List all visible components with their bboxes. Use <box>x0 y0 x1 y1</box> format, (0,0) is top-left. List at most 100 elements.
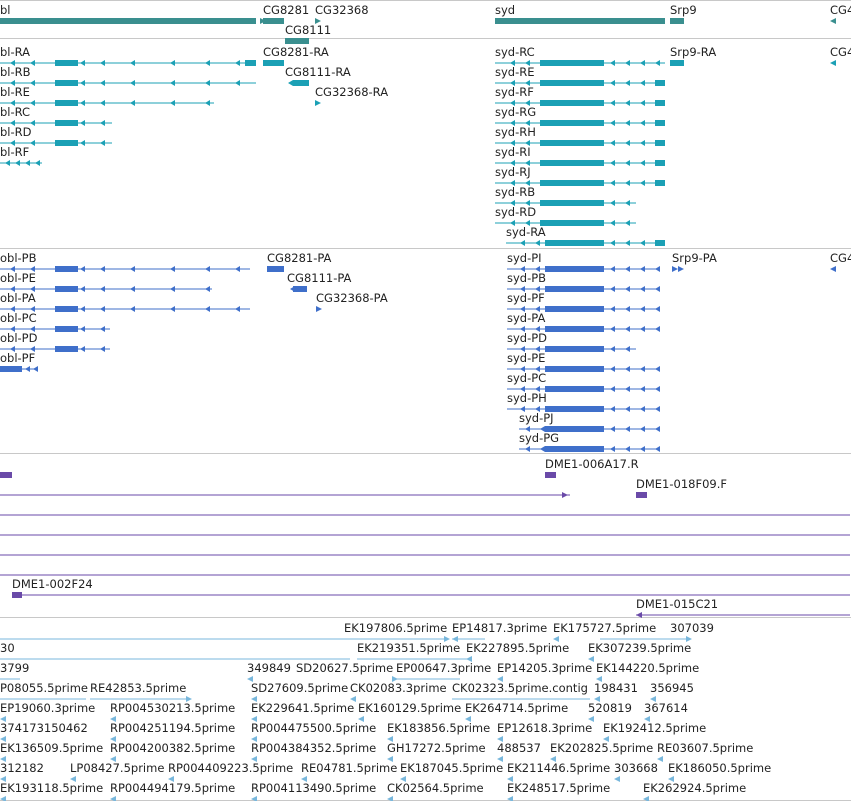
feature-label[interactable]: syd-PA <box>507 311 546 325</box>
feature-label[interactable]: EK183856.5prime <box>387 721 491 735</box>
feature-label[interactable]: GH17272.5prime <box>387 741 486 755</box>
feature-label[interactable]: syd-PC <box>507 371 547 385</box>
feature-label[interactable]: 312182 <box>0 761 44 775</box>
feature-label[interactable]: obl-PA <box>0 291 36 305</box>
feature-label[interactable]: 3799 <box>0 661 30 675</box>
feature-label[interactable]: EK192412.5prime <box>603 721 707 735</box>
feature-label[interactable]: EK264714.5prime <box>465 701 569 715</box>
feature-label[interactable]: CG8281-RA <box>263 45 329 59</box>
feature-label[interactable]: CK02083.3prime <box>350 681 447 695</box>
feature-label[interactable]: RP004530213.5prime <box>110 701 236 715</box>
feature-label[interactable]: EK175727.5prime <box>553 621 657 635</box>
feature-label[interactable]: RP004251194.5prime <box>110 721 236 735</box>
feature-label[interactable]: syd-PI <box>507 251 542 265</box>
feature-label[interactable]: syd-RI <box>495 145 531 159</box>
feature-label[interactable]: LP08427.5prime <box>70 761 165 775</box>
feature-label[interactable]: CG8281-PA <box>267 251 332 265</box>
feature-label[interactable]: CG8111-PA <box>287 271 352 285</box>
feature-label[interactable]: CG8111 <box>285 23 332 37</box>
feature-label[interactable]: EK262924.5prime <box>643 781 747 795</box>
feature-label[interactable]: syd-RG <box>495 105 537 119</box>
feature-label[interactable]: bl <box>0 3 11 17</box>
feature-label[interactable]: RE04781.5prime <box>301 761 398 775</box>
feature-label[interactable]: CG32368-PA <box>316 291 388 305</box>
feature-label[interactable]: obl-PB <box>0 251 37 265</box>
feature-label[interactable]: syd-PF <box>507 291 545 305</box>
feature-label[interactable]: RP004475500.5prime <box>251 721 377 735</box>
feature-label[interactable]: RP004384352.5prime <box>251 741 377 755</box>
feature-label[interactable]: EP19060.3prime <box>0 701 96 715</box>
feature-label[interactable]: 198431 <box>594 681 638 695</box>
feature-label[interactable]: EK219351.5prime <box>357 641 461 655</box>
feature-label[interactable]: bl-RD <box>0 125 32 139</box>
feature-label[interactable]: 303668 <box>614 761 658 775</box>
feature-label[interactable]: syd-RF <box>495 85 534 99</box>
feature-label[interactable]: syd-RB <box>495 185 536 199</box>
feature-label[interactable]: Srp9-RA <box>670 45 717 59</box>
feature-label[interactable]: syd-RJ <box>495 165 531 179</box>
feature-label[interactable]: EK186050.5prime <box>668 761 772 775</box>
feature-label[interactable]: EP00647.3prime <box>396 661 492 675</box>
feature-label[interactable]: bl-RB <box>0 65 31 79</box>
feature-label[interactable]: bl-RA <box>0 45 31 59</box>
feature-label[interactable]: syd-PD <box>507 331 548 345</box>
feature-label[interactable]: EK197806.5prime <box>344 621 448 635</box>
feature-label[interactable]: obl-PF <box>0 351 36 365</box>
feature-label[interactable]: CG4 <box>830 45 851 59</box>
feature-label[interactable]: EK248517.5prime <box>507 781 611 795</box>
feature-label[interactable]: 307039 <box>670 621 714 635</box>
feature-label[interactable]: EP14817.3prime <box>452 621 548 635</box>
feature-label[interactable]: 367614 <box>644 701 688 715</box>
feature-label[interactable]: P08055.5prime <box>0 681 88 695</box>
feature-label[interactable]: Srp9 <box>670 3 697 17</box>
feature-label[interactable]: EK229641.5prime <box>251 701 355 715</box>
feature-label[interactable]: bl-RE <box>0 85 30 99</box>
feature-label[interactable]: EK193118.5prime <box>0 781 104 795</box>
feature-label[interactable]: EK136509.5prime <box>0 741 104 755</box>
feature-label[interactable]: EK144220.5prime <box>596 661 700 675</box>
feature-label[interactable]: CG8111-RA <box>285 65 351 79</box>
feature-label[interactable]: CG32368 <box>315 3 369 17</box>
feature-label[interactable]: Srp9-PA <box>672 251 717 265</box>
feature-label[interactable]: syd-PE <box>507 351 546 365</box>
feature-label[interactable]: 520819 <box>588 701 632 715</box>
feature-label[interactable]: RE03607.5prime <box>657 741 754 755</box>
feature-label[interactable]: syd-PG <box>519 431 560 445</box>
feature-label[interactable]: RE42853.5prime <box>90 681 187 695</box>
feature-label[interactable]: CG32368-RA <box>315 85 389 99</box>
feature-label[interactable]: syd-PJ <box>519 411 554 425</box>
feature-label[interactable]: syd <box>495 3 516 17</box>
feature-label[interactable]: obl-PE <box>0 271 36 285</box>
feature-label[interactable]: syd-PB <box>507 271 547 285</box>
feature-label[interactable]: RP004494179.5prime <box>110 781 236 795</box>
feature-label[interactable]: syd-RC <box>495 45 535 59</box>
feature-label[interactable]: RP004200382.5prime <box>110 741 236 755</box>
feature-label[interactable]: DME1-018F09.F <box>636 477 727 491</box>
feature-label[interactable]: EK227895.5prime <box>466 641 570 655</box>
feature-label[interactable]: DME1-015C21 <box>636 597 719 611</box>
feature-label[interactable]: bl-RC <box>0 105 31 119</box>
feature-label[interactable]: syd-RD <box>495 205 537 219</box>
feature-label[interactable]: CK02564.5prime <box>387 781 484 795</box>
feature-label[interactable]: EP14205.3prime <box>497 661 593 675</box>
feature-label[interactable]: syd-RA <box>506 225 546 239</box>
feature-label[interactable]: EP12618.3prime <box>497 721 593 735</box>
feature-label[interactable]: syd-RH <box>495 125 536 139</box>
feature-label[interactable]: EK307239.5prime <box>588 641 692 655</box>
feature-label[interactable]: RP004409223.5prime <box>168 761 294 775</box>
feature-label[interactable]: CG8281 <box>263 3 310 17</box>
feature-label[interactable]: CK02323.5prime.contig <box>452 681 588 695</box>
feature-label[interactable]: syd-PH <box>507 391 547 405</box>
feature-label[interactable]: 488537 <box>497 741 541 755</box>
feature-label[interactable]: obl-PD <box>0 331 38 345</box>
feature-label[interactable]: bl-RF <box>0 145 30 159</box>
feature-label[interactable]: 356945 <box>650 681 694 695</box>
feature-label[interactable]: 374173150462 <box>0 721 88 735</box>
feature-label[interactable]: EK187045.5prime <box>400 761 504 775</box>
feature-label[interactable]: 30 <box>0 641 15 655</box>
feature-label[interactable]: DME1-002F24 <box>12 577 93 591</box>
feature-label[interactable]: EK211446.5prime <box>507 761 611 775</box>
feature-label[interactable]: RP004113490.5prime <box>251 781 377 795</box>
feature-label[interactable]: CG4 <box>830 3 851 17</box>
